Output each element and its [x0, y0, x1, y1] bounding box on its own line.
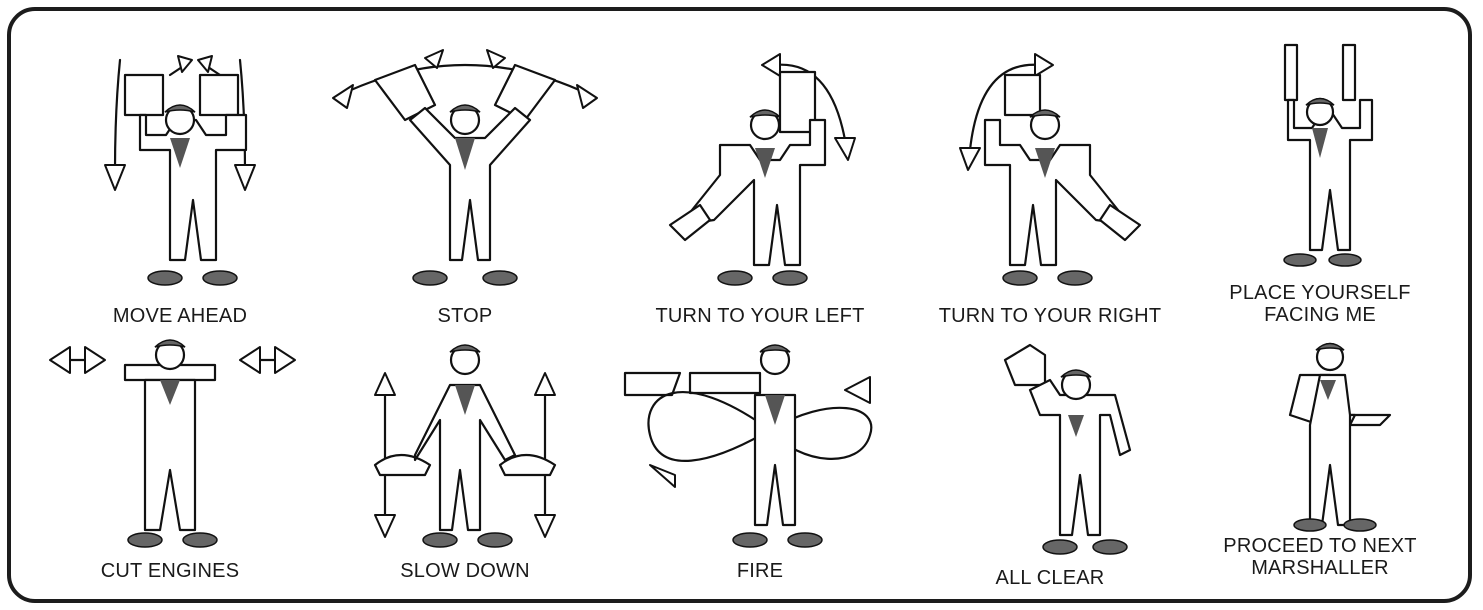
signal-move-ahead: MOVE AHEAD [35, 20, 325, 300]
signal-label: CUT ENGINES [25, 560, 315, 582]
signal-label: TURN TO YOUR LEFT [615, 305, 905, 327]
marshaller-figure-proceed [1190, 335, 1450, 545]
signal-cut-engines: CUT ENGINES [25, 335, 315, 555]
signal-stop: STOP [320, 20, 610, 300]
marshaller-figure-all-clear [920, 335, 1180, 560]
marshaller-figure-stop [325, 20, 605, 300]
signal-label: TURN TO YOUR RIGHT [905, 305, 1195, 327]
signal-label: PROCEED TO NEXT MARSHALLER [1175, 535, 1465, 579]
signal-label: SLOW DOWN [320, 560, 610, 582]
signal-label: MOVE AHEAD [35, 305, 325, 327]
signal-slow-down: SLOW DOWN [320, 335, 610, 555]
signal-place-yourself-facing-me: PLACE YOURSELF FACING ME [1175, 20, 1465, 280]
signal-label: PLACE YOURSELF FACING ME [1175, 282, 1465, 326]
marshaller-figure-slow-down [325, 335, 605, 555]
signal-label: ALL CLEAR [905, 567, 1195, 589]
marshaller-figure-fire [620, 335, 900, 555]
signal-proceed-to-next-marshaller: PROCEED TO NEXT MARSHALLER [1175, 335, 1465, 545]
marshaller-figure-turn-left [630, 20, 890, 300]
signal-all-clear: ALL CLEAR [905, 335, 1195, 560]
marshaller-figure-move-ahead [60, 20, 300, 300]
signal-turn-left: TURN TO YOUR LEFT [615, 20, 905, 300]
signal-label: STOP [320, 305, 610, 327]
marshaller-figure-facing-me [1200, 20, 1440, 280]
signal-turn-right: TURN TO YOUR RIGHT [905, 20, 1195, 300]
signal-fire: FIRE [615, 335, 905, 555]
signal-label: FIRE [615, 560, 905, 582]
marshaller-figure-turn-right [920, 20, 1180, 300]
marshaller-figure-cut-engines [30, 335, 310, 555]
